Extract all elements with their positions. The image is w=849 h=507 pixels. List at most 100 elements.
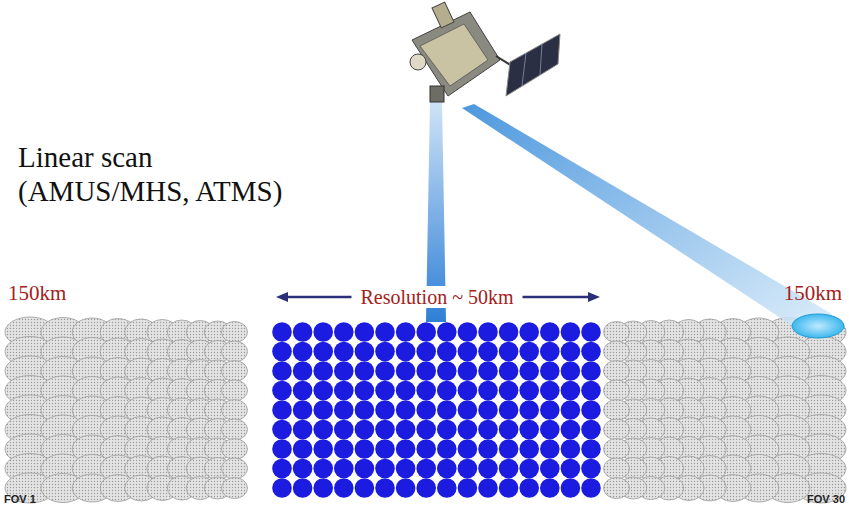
footprint-circle xyxy=(499,439,519,459)
footprint-circle xyxy=(499,381,519,401)
footprint-circle xyxy=(458,400,478,420)
footprint-circle xyxy=(519,342,539,362)
footprint-circle xyxy=(540,361,560,381)
footprint-ellipse xyxy=(604,419,630,440)
footprint-circle xyxy=(334,361,354,381)
footprint-circle xyxy=(355,322,375,342)
footprint-circle xyxy=(313,322,333,342)
footprint-circle xyxy=(396,420,416,440)
footprint-circle xyxy=(396,400,416,420)
footprint-circle xyxy=(313,478,333,498)
footprint-circle xyxy=(437,478,457,498)
footprint-circle xyxy=(540,478,560,498)
footprint-ellipse xyxy=(221,400,247,421)
footprint-circle xyxy=(581,420,601,440)
footprint-size: 150km xyxy=(784,282,842,305)
footprint-circle xyxy=(437,400,457,420)
footprint-circle xyxy=(499,400,519,420)
footprint-size: 150km xyxy=(8,282,66,305)
instrument-names: (AMUS/MHS, ATMS) xyxy=(18,176,282,208)
footprint-circle xyxy=(478,361,498,381)
footprint-circle xyxy=(437,459,457,479)
satellite xyxy=(410,2,560,102)
footprint-circle xyxy=(416,439,436,459)
footprint-circle xyxy=(355,400,375,420)
arrow-head xyxy=(588,292,600,302)
footprint-ellipse xyxy=(221,439,247,460)
footprint-circle xyxy=(334,381,354,401)
footprint-circle xyxy=(334,420,354,440)
footprint-circle xyxy=(499,478,519,498)
footprint-circle xyxy=(478,400,498,420)
footprint-circle xyxy=(396,342,416,362)
footprint-circle xyxy=(272,478,292,498)
footprint-ellipse xyxy=(221,478,247,499)
footprint-circle xyxy=(334,459,354,479)
footprint-ellipse xyxy=(604,341,630,362)
footprint-circle xyxy=(458,381,478,401)
footprint-circle xyxy=(519,439,539,459)
footprint-circle xyxy=(581,361,601,381)
footprint-circle xyxy=(416,322,436,342)
footprint-circle xyxy=(272,381,292,401)
footprint-circle xyxy=(293,439,313,459)
footprint-circle xyxy=(396,478,416,498)
scan-title: Linear scan xyxy=(18,142,152,174)
footprint-circle xyxy=(499,459,519,479)
footprint-circle xyxy=(293,400,313,420)
footprint-ellipse xyxy=(221,322,247,343)
footprint-circle xyxy=(540,400,560,420)
footprint-circle xyxy=(519,361,539,381)
fov-number: FOV 1 xyxy=(4,493,36,505)
footprint-ellipse xyxy=(604,439,630,460)
footprint-circle xyxy=(581,342,601,362)
footprint-ellipse xyxy=(221,380,247,401)
footprint-circle xyxy=(355,459,375,479)
footprint-circle xyxy=(313,400,333,420)
footprint-circle xyxy=(561,361,581,381)
footprint-circle xyxy=(561,459,581,479)
fov-number: FOV 30 xyxy=(807,493,845,505)
footprint-circle xyxy=(581,322,601,342)
footprint-circle xyxy=(519,400,539,420)
footprint-circle xyxy=(334,478,354,498)
footprint-ellipse xyxy=(604,380,630,401)
footprint-circle xyxy=(519,322,539,342)
footprint-circle xyxy=(293,322,313,342)
arrow-line xyxy=(284,296,351,299)
footprint-circle xyxy=(581,459,601,479)
footprint-circle xyxy=(561,420,581,440)
footprint-circle xyxy=(478,342,498,362)
arrow-head xyxy=(276,292,288,302)
footprint-circle xyxy=(416,420,436,440)
footprint-circle xyxy=(540,439,560,459)
footprint-circle xyxy=(519,420,539,440)
footprint-circle xyxy=(458,420,478,440)
footprint-circle xyxy=(396,439,416,459)
footprint-ellipse xyxy=(604,458,630,479)
footprint-circle xyxy=(375,322,395,342)
footprint-circle xyxy=(561,400,581,420)
footprint-circle xyxy=(478,381,498,401)
footprint-circle xyxy=(272,400,292,420)
footprint-ellipse xyxy=(221,458,247,479)
footprint-circle xyxy=(416,381,436,401)
footprint-ellipse xyxy=(604,478,630,499)
footprint-circle xyxy=(499,361,519,381)
footprint-circle xyxy=(375,420,395,440)
footprint-circle xyxy=(272,342,292,362)
footprint-circle xyxy=(375,342,395,362)
footprint-circle xyxy=(561,322,581,342)
footprint-circle xyxy=(293,420,313,440)
footprint-circle xyxy=(293,381,313,401)
footprint-circle xyxy=(499,420,519,440)
footprint-circle xyxy=(272,420,292,440)
footprint-circle xyxy=(313,420,333,440)
footprint-circle xyxy=(355,420,375,440)
footprint-circle xyxy=(334,322,354,342)
footprint-circle xyxy=(519,381,539,401)
footprint-circle xyxy=(478,420,498,440)
footprint-circle xyxy=(355,342,375,362)
